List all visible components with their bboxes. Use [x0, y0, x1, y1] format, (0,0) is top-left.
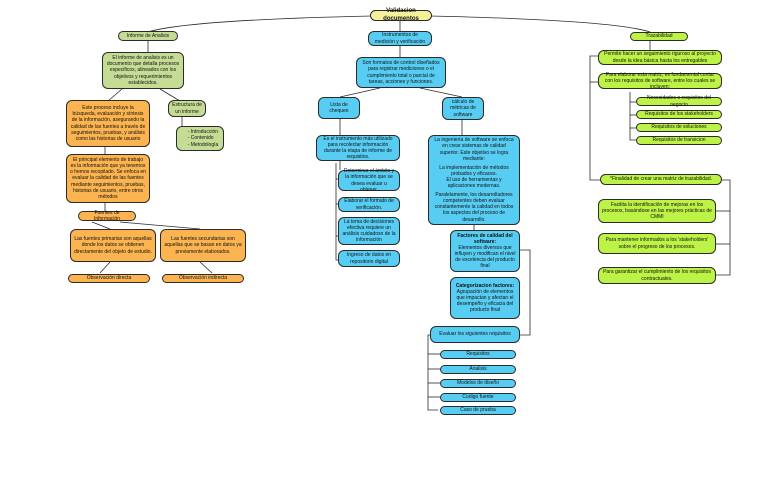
lista-step-node: Ingreso de datos en repositorio digital [338, 250, 400, 267]
lista-step-node: Elaborar el formato de verificación. [338, 197, 400, 212]
requisito-item: Modelos de diseño [440, 379, 516, 388]
lista-chequeo-node: Lista de chequeo [318, 97, 360, 119]
requisito-traza-item: Requisitos de transicion [636, 136, 722, 145]
instrumentos-description-node: Son formatos de control diseñados para r… [356, 57, 446, 88]
fuentes-primarias-node: Las fuentes primarias son aquellas donde… [70, 229, 156, 262]
lista-step-node: Determinar el ámbito y la información qu… [338, 168, 400, 193]
informe-description-node: El informe de analisis es un documento q… [102, 52, 184, 89]
observacion-directa-node: Observación directa [68, 274, 150, 283]
evaluar-requisitos-node: Evaluar los siguientes requisitos [430, 326, 520, 343]
fuentes-node: Fuentes de Información [78, 210, 136, 222]
estructura-node: Estructura de un informe [168, 100, 206, 117]
calculo-text: La ingeniería de software se enfoca en c… [434, 137, 514, 162]
lista-step-node: La toma de decisiones efectiva requiere … [338, 217, 400, 245]
categorizacion-text: Agrupación de elementos que impactan y a… [456, 288, 514, 314]
finalidad-item: Para garantizar el cumplimiento de los r… [598, 267, 716, 284]
requisito-traza-item: Necesidades o requisitos del negocio [636, 95, 722, 108]
factores-title: Factores de calidad del software: [457, 232, 513, 245]
informe-process-node: Este proceso incluye la búsqueda, evalua… [66, 100, 150, 147]
requisito-item: Requisitos [440, 350, 516, 359]
fuentes-secundarias-node: Las fuentes secundarias son aquellas que… [160, 229, 246, 262]
requisito-item: Codigo fuente [440, 393, 516, 402]
finalidad-item: Para mantener informados a los 'stakehol… [598, 233, 716, 254]
calculo-description-node: La ingeniería de software se enfoca en c… [428, 135, 520, 225]
requisito-traza-item: Requisitos de soluciones [636, 123, 722, 132]
calculo-text: La implementación de métodos probados y … [439, 164, 509, 177]
lista-description-node: Es el instrumento más utilizado para rec… [316, 135, 400, 161]
finalidad-item: Facilita la identificación de mejoras en… [598, 199, 716, 223]
finalidad-node: *Finalidad de crear una matriz de trazab… [600, 174, 722, 185]
root-node: Validacion documentos [370, 8, 432, 22]
calculo-text: El uso de herramientas y aplicaciones mo… [446, 176, 502, 190]
observacion-indirecta-node: Observación indirecta [162, 274, 244, 283]
calculo-text: Paralelamente, los desarrolladores compe… [434, 192, 514, 223]
factores-text: Elementos diversos que influyen y modifi… [454, 244, 516, 270]
calculo-metricas-node: cálculo de métricas de software [442, 97, 484, 120]
instrumentos-title-node: Instrumentos de medición y verificación [368, 31, 432, 46]
estructura-items-node: - Introducción - Contenido - Metodología [176, 126, 224, 151]
trazabilidad-matriz-node: Para elaborar esta matriz, es fundamenta… [598, 72, 722, 90]
categorizacion-title: Categorizacion factores: [455, 282, 515, 289]
factores-node: Factores de calidad del software: Elemen… [450, 230, 520, 272]
estructura-item: - Introducción [187, 129, 218, 136]
requisito-item: Analisis [440, 365, 516, 374]
categorizacion-node: Categorizacion factores: Agrupación de e… [450, 277, 520, 319]
requisito-item: Caso de prueba [440, 406, 516, 415]
estructura-item: - Contenido [187, 135, 214, 142]
trazabilidad-seguimiento-node: Permite hacer un seguimiento riguroso al… [598, 50, 722, 65]
informe-title-node: Informe de Analisis [118, 31, 178, 41]
estructura-item: - Metodología [187, 141, 219, 148]
requisito-traza-item: Requisitos de los stakeholders [636, 110, 722, 119]
informe-element-node: El principal elemento de trabajo es la i… [66, 154, 150, 203]
trazabilidad-title-node: Trazabilidad [630, 32, 688, 41]
